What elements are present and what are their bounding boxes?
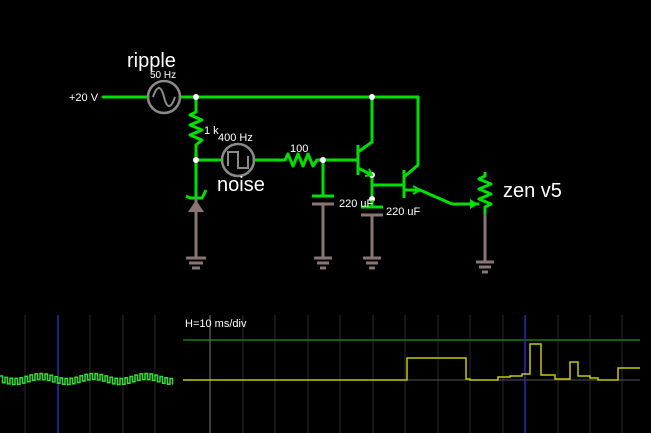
noise-label: noise: [217, 174, 265, 196]
scope-timebase-label: H=10 ms/div: [185, 318, 247, 330]
junction-dot: [193, 157, 199, 163]
capacitor-c2[interactable]: [361, 200, 383, 258]
scope-panel-output[interactable]: H=10 ms/div: [183, 315, 640, 433]
noise-source[interactable]: [220, 142, 256, 178]
grounds: [186, 212, 494, 274]
potentiometer[interactable]: [470, 172, 493, 262]
output-trace: [183, 343, 640, 381]
sine-icon: [152, 87, 176, 107]
junction-dot: [320, 157, 326, 163]
junctions: [193, 94, 375, 202]
junction-dot: [193, 94, 199, 100]
ripple-label: ripple: [127, 50, 176, 72]
circuit-labels: +20 V ripple 50 Hz 1 k 400 Hz noise 100 …: [69, 50, 562, 218]
capacitor-c1[interactable]: [312, 194, 334, 258]
transistor-q1[interactable]: [356, 140, 374, 177]
wire-q2-emitter: [418, 188, 480, 206]
ground-icon: [186, 212, 206, 270]
junction-dot: [369, 94, 375, 100]
ground-icon: [314, 256, 332, 270]
scope-grid: [242, 315, 623, 433]
r2-label: 100: [290, 143, 308, 155]
wires: [101, 95, 480, 206]
resistor-r2[interactable]: [283, 152, 319, 168]
supply-label: +20 V: [69, 92, 99, 104]
ground-icon: [363, 256, 381, 270]
wiper-arrow-icon: [470, 199, 478, 209]
noise-frequency: 400 Hz: [218, 132, 253, 144]
zener-diode[interactable]: [185, 189, 208, 212]
c2-label: 220 uF: [386, 206, 421, 218]
transistor-q2[interactable]: [402, 163, 423, 198]
r1-label: 1 k: [204, 125, 219, 137]
ground-icon: [476, 260, 494, 274]
resistor-r1[interactable]: [188, 110, 204, 147]
ripple-frequency: 50 Hz: [150, 70, 176, 81]
ripple-source[interactable]: [146, 79, 182, 115]
scope-panel-input[interactable]: [0, 315, 174, 433]
input-trace: [0, 372, 174, 386]
c1-label: 220 uF: [339, 198, 374, 210]
zener-label: zen v5: [503, 180, 562, 202]
square-wave-icon: [227, 151, 249, 169]
